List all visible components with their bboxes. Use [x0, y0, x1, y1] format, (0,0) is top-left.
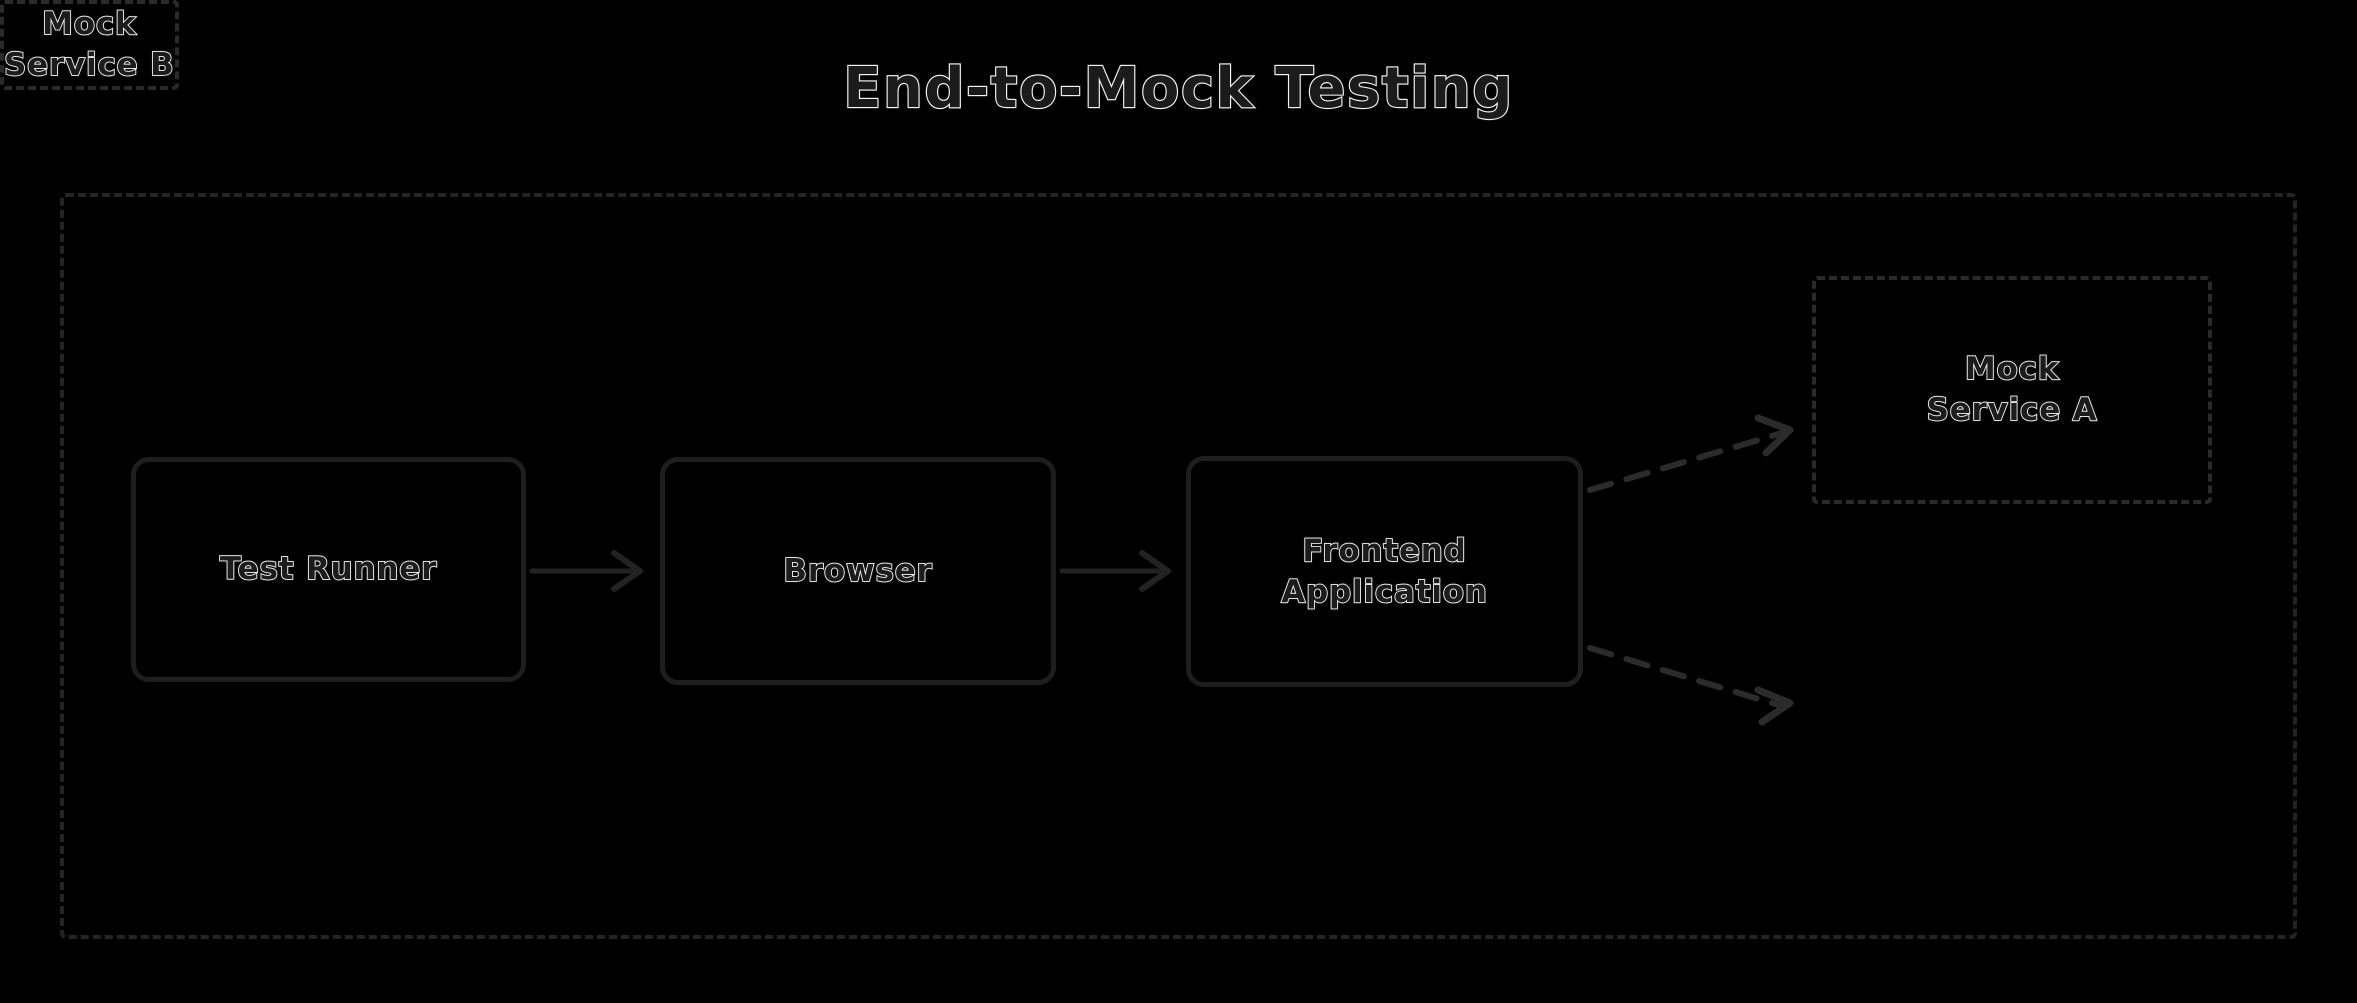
- node-browser[interactable]: Browser: [660, 457, 1056, 685]
- node-frontend-application[interactable]: Frontend Application: [1186, 456, 1583, 687]
- node-mock-service-b[interactable]: Mock Service B: [0, 0, 179, 90]
- node-mock-service-b-label: Mock Service B: [3, 5, 175, 84]
- node-test-runner[interactable]: Test Runner: [131, 457, 526, 682]
- node-test-runner-label: Test Runner: [219, 550, 438, 588]
- page-title: End-to-Mock Testing: [842, 56, 1514, 121]
- node-mock-service-a[interactable]: Mock Service A: [1812, 276, 2212, 504]
- node-frontend-application-label: Frontend Application: [1280, 532, 1488, 611]
- test-environment-boundary: [60, 193, 2297, 939]
- node-browser-label: Browser: [783, 552, 933, 590]
- node-mock-service-a-label: Mock Service A: [1926, 350, 2098, 429]
